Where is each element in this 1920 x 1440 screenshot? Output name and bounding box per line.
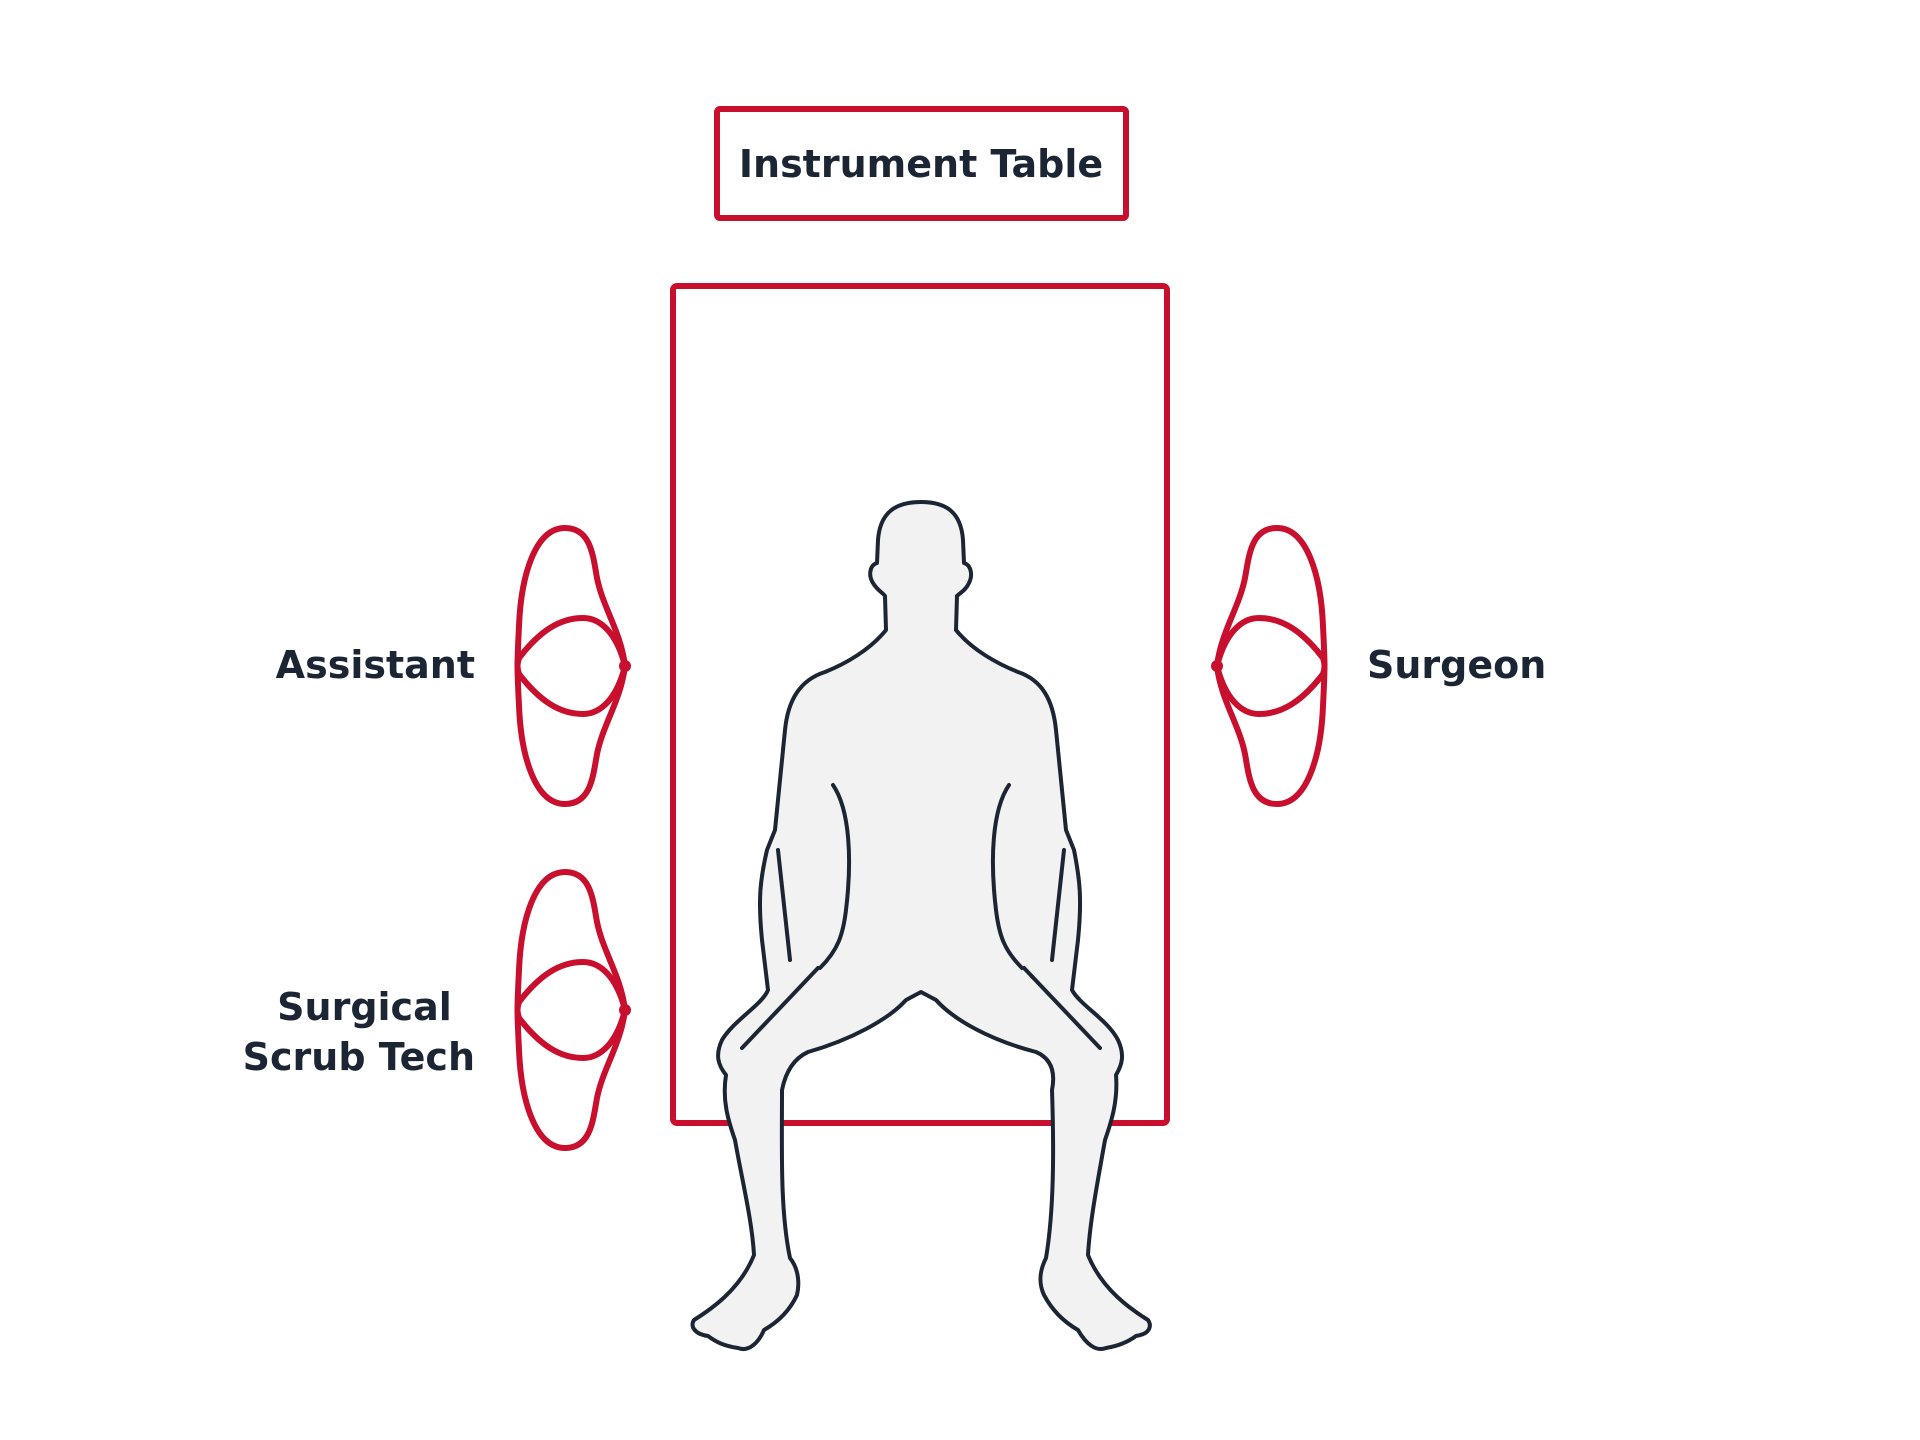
assistant-position: Assistant bbox=[276, 528, 631, 804]
scrub-tech-label-line2: Scrub Tech bbox=[243, 1035, 475, 1079]
scrub-tech-position: Surgical Scrub Tech bbox=[243, 872, 631, 1148]
scrub-tech-label-line1: Surgical bbox=[277, 985, 452, 1029]
instrument-table-label: Instrument Table bbox=[739, 142, 1103, 186]
svg-text:Surgical Scrub Tech: Surgical Scrub Tech bbox=[243, 985, 475, 1079]
assistant-label: Assistant bbox=[276, 643, 475, 687]
person-top-view-icon bbox=[518, 528, 632, 804]
person-top-view-icon bbox=[1211, 528, 1325, 804]
instrument-table-box bbox=[714, 106, 1129, 221]
instrument-table: Instrument Table bbox=[714, 106, 1129, 221]
patient-silhouette-icon bbox=[690, 500, 1152, 1351]
operating-table bbox=[670, 283, 1170, 1126]
surgeon-label: Surgeon bbox=[1367, 643, 1546, 687]
surgeon-position: Surgeon bbox=[1211, 528, 1546, 804]
person-top-view-icon bbox=[518, 872, 632, 1148]
